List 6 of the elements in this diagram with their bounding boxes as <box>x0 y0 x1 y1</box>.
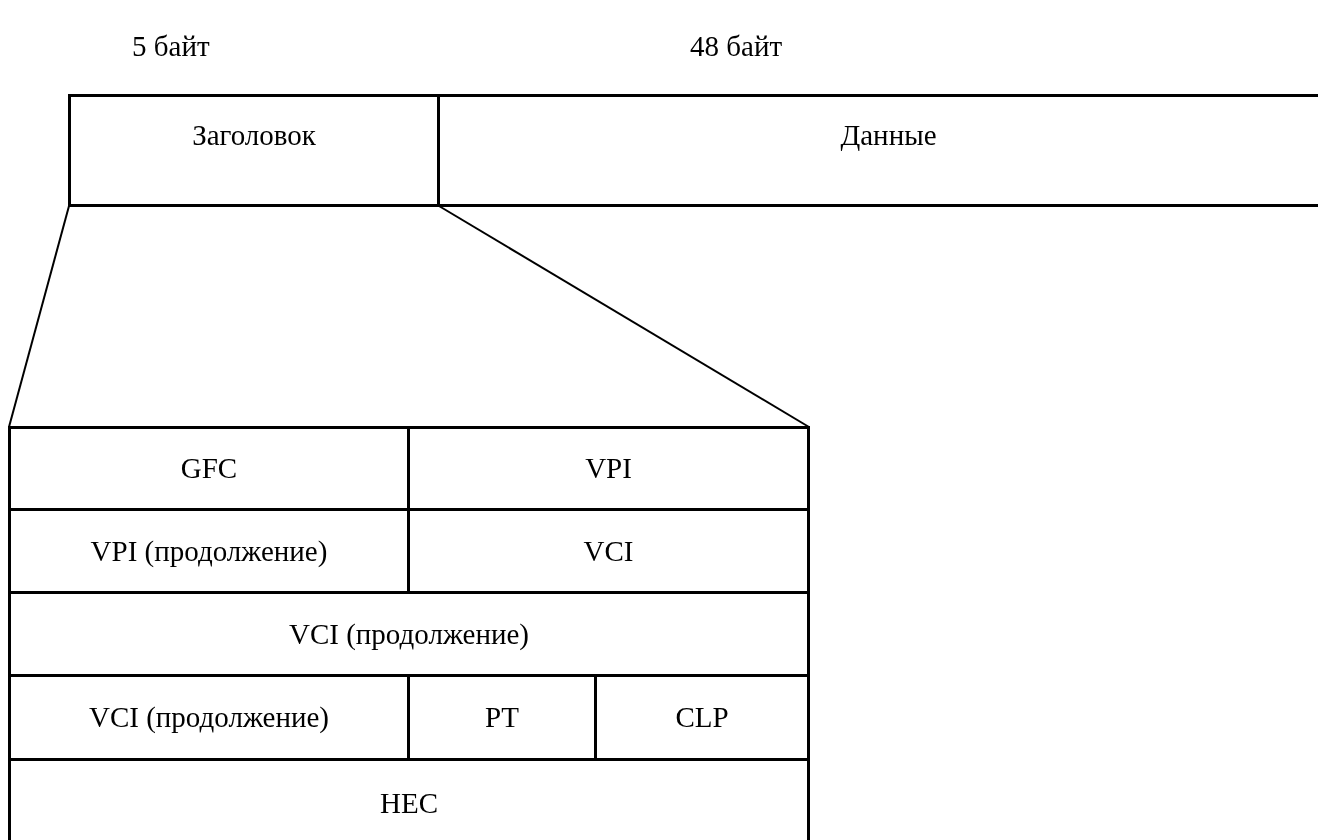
zoom-line <box>438 205 810 428</box>
header-segment: Заголовок <box>68 94 440 207</box>
size-label: 48 байт <box>690 30 783 63</box>
payload-segment: Данные <box>437 94 1318 207</box>
zoom-line <box>8 205 70 428</box>
size-label: 5 байт <box>132 30 210 63</box>
